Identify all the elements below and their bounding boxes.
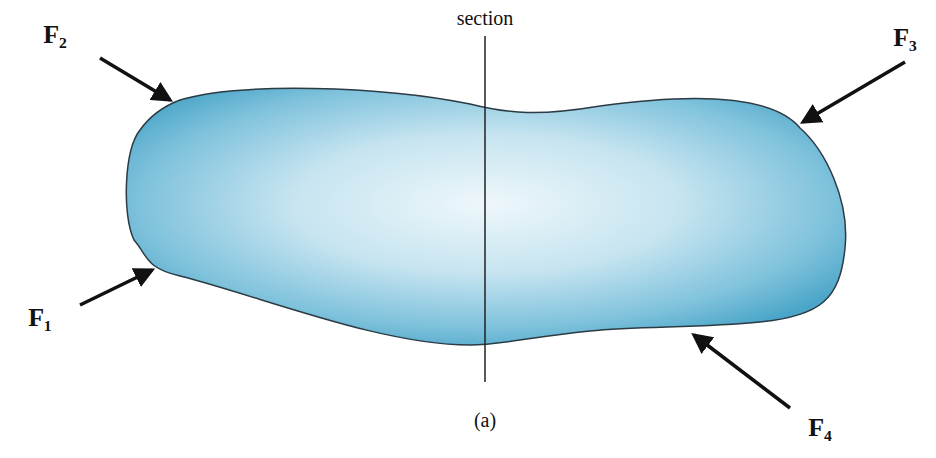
force-label: F₄	[808, 415, 832, 441]
force-arrow	[80, 270, 152, 305]
section-line	[484, 36, 486, 382]
force-arrow	[694, 335, 790, 408]
force-label: F₂	[43, 22, 67, 48]
section-label: section	[457, 8, 514, 28]
force-arrow	[803, 62, 905, 122]
force-label: F₁	[28, 305, 52, 331]
figure-caption: (a)	[474, 410, 496, 430]
force-label: F₃	[893, 25, 917, 51]
force-arrow	[100, 58, 170, 100]
body-outline	[126, 88, 845, 345]
